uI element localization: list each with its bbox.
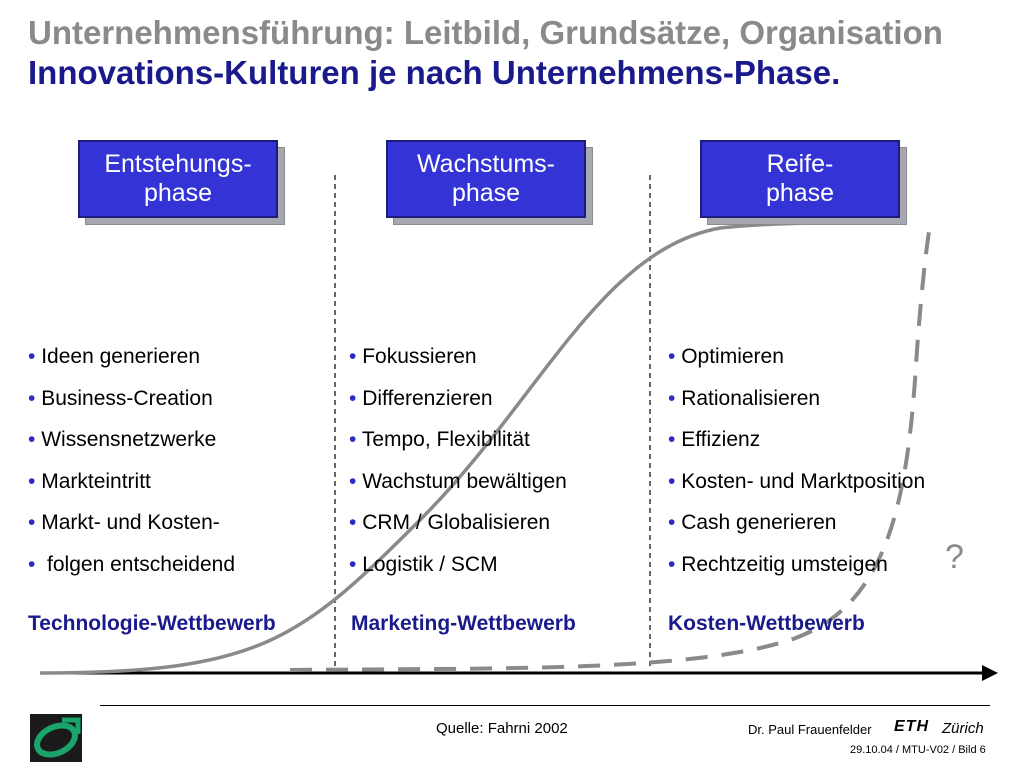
bullet-text: Wachstum bewältigen (362, 469, 567, 493)
bullet-text: Differenzieren (362, 386, 493, 410)
competition-label-cost: Kosten-Wettbewerb (668, 612, 865, 635)
competition-label-technology: Technologie-Wettbewerb (28, 612, 276, 635)
bullet-dot: • (668, 511, 676, 535)
bullet-text: Cash generieren (681, 511, 837, 535)
bullet-text: Markteintritt (41, 469, 151, 493)
bullet-text: Wissensnetzwerke (41, 428, 217, 452)
bullet-item: • Rationalisieren (668, 384, 925, 426)
phase-label-line1: Entstehungs- (104, 150, 252, 178)
eth-wordmark: ETH (894, 718, 929, 735)
zurich-wordmark: Zürich (942, 720, 984, 737)
bullet-text: Optimieren (681, 345, 784, 368)
bullet-text: folgen entscheidend (41, 552, 236, 576)
bullet-dot: • (28, 386, 36, 410)
phase-label-line2: phase (765, 179, 835, 207)
eth-logo-icon (30, 714, 82, 762)
footer-divider (100, 705, 990, 706)
bullet-item: • Kosten- und Marktposition (668, 467, 925, 509)
source-citation: Quelle: Fahrni 2002 (436, 720, 568, 737)
phase-box-entstehung: Entstehungs- phase (78, 140, 285, 225)
phase-label-line1: Wachstums- (417, 150, 555, 178)
bullet-item: • Optimieren (668, 342, 925, 384)
bullet-item: • Markteintritt (28, 467, 235, 509)
bullet-item: • folgen entscheidend (28, 550, 235, 592)
bullet-item: • Logistik / SCM (349, 550, 567, 592)
bullet-item: • Rechtzeitig umsteigen (668, 550, 925, 592)
bullet-dot: • (349, 428, 357, 452)
bullet-dot: • (668, 552, 676, 576)
bullet-list-entstehung: • Ideen generieren • Business-Creation •… (28, 342, 235, 592)
bullet-text: CRM / Globalisieren (362, 511, 551, 535)
phase-label-line2: phase (143, 179, 213, 207)
bullet-text: Markt- und Kosten- (41, 511, 220, 535)
phase-box-face: Reife- phase (700, 140, 900, 218)
question-mark: ? (945, 538, 964, 576)
bullet-text: Rechtzeitig umsteigen (681, 552, 888, 576)
bullet-item: • Fokussieren (349, 342, 567, 384)
phase-label-line2: phase (451, 179, 521, 207)
bullet-item: • Wissensnetzwerke (28, 425, 235, 467)
bullet-dot: • (349, 511, 357, 535)
bullet-dot: • (28, 511, 36, 535)
bullet-text: Fokussieren (362, 345, 477, 368)
phase-label-line1: Reife- (766, 150, 834, 178)
phase-box-wachstum: Wachstums- phase (386, 140, 593, 225)
bullet-dot: • (349, 469, 357, 493)
bullet-text: Ideen generieren (41, 345, 200, 368)
slide-title: Unternehmensführung: Leitbild, Grundsätz… (28, 14, 943, 51)
bullet-item: • Markt- und Kosten- (28, 508, 235, 550)
bullet-text: Logistik / SCM (362, 552, 498, 576)
bullet-text: Rationalisieren (681, 386, 821, 410)
bullet-item: • Cash generieren (668, 508, 925, 550)
bullet-text: Kosten- und Marktposition (681, 469, 926, 493)
bullet-text: Effizienz (681, 428, 761, 452)
bullet-list-wachstum: • Fokussieren • Differenzieren • Tempo, … (349, 342, 567, 592)
bullet-text: Business-Creation (41, 386, 213, 410)
bullet-item: • CRM / Globalisieren (349, 508, 567, 550)
phase-box-face: Wachstums- phase (386, 140, 586, 218)
bullet-item: • Ideen generieren (28, 342, 235, 384)
bullet-dot: • (668, 386, 676, 410)
bullet-dot: • (349, 552, 357, 576)
next-lifecycle-curve (289, 224, 932, 672)
bullet-dot: • (668, 469, 676, 493)
competition-label-marketing: Marketing-Wettbewerb (351, 612, 576, 635)
bullet-text: Tempo, Flexibilität (361, 428, 530, 452)
bullet-dot: • (668, 345, 676, 368)
author-name: Dr. Paul Frauenfelder (748, 722, 872, 737)
bullet-item: • Effizienz (668, 425, 925, 467)
bullet-dot: • (668, 428, 676, 452)
bullet-dot: • (28, 469, 36, 493)
bullet-dot: • (28, 345, 36, 368)
bullet-dot: • (349, 386, 357, 410)
bullet-dot: • (28, 552, 36, 576)
phase-box-face: Entstehungs- phase (78, 140, 278, 218)
bullet-dot: • (28, 428, 36, 452)
bullet-item: • Tempo, Flexibilität (349, 425, 567, 467)
slide-subtitle: Innovations-Kulturen je nach Unternehmen… (28, 54, 841, 91)
bullet-item: • Wachstum bewältigen (349, 467, 567, 509)
bullet-item: • Business-Creation (28, 384, 235, 426)
phase-box-reife: Reife- phase (700, 140, 907, 225)
bullet-dot: • (349, 345, 357, 368)
bullet-item: • Differenzieren (349, 384, 567, 426)
bullet-list-reife: • Optimieren • Rationalisieren • Effizie… (668, 342, 925, 592)
time-axis-arrowhead (982, 665, 998, 681)
slide-info: 29.10.04 / MTU-V02 / Bild 6 (850, 744, 986, 756)
